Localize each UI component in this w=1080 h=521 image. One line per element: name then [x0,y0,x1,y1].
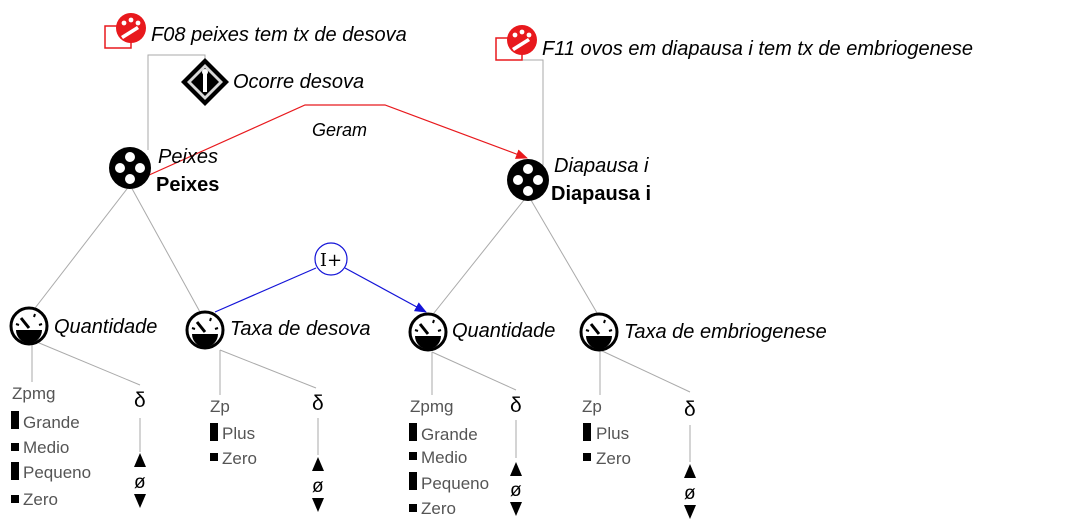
scenario-icon [495,25,537,61]
value-zero: Zero [596,449,631,468]
influence-node[interactable] [314,242,348,276]
value-marker-zero [409,504,417,512]
quantity-space: Zp Plus Zero [210,397,257,468]
entity-peixes-italic: Peixes [158,146,218,168]
process-ocorre-desova[interactable]: Ocorre desova [181,58,364,106]
value-grande: Grande [23,413,80,432]
quantity-label: Quantidade [54,316,157,338]
quantity-space: Zpmg Grande Medio Pequeno Zero [409,397,489,518]
quantity-space-name: Zpmg [410,397,453,416]
derivative-zero: ø [510,480,522,501]
value-marker-zero [210,453,218,461]
delta-symbol: δ [134,389,146,412]
value-marker-grande [409,423,417,441]
geram-label: Geram [312,120,367,140]
derivative-space: δ ø [312,392,324,512]
quantity-diapausa-quantidade[interactable]: Quantidade Zpmg Grande Medio Pequeno Zer… [408,312,555,518]
entity-peixes[interactable]: Peixes Peixes [109,146,219,196]
entity-diapausa[interactable]: Diapausa i Diapausa i [507,155,651,205]
value-zero: Zero [23,490,58,509]
delta-symbol: δ [684,398,696,421]
derivative-zero: ø [684,483,696,504]
value-marker-zero [11,495,19,503]
geram-arrow [137,104,528,181]
quantity-space: Zpmg Grande Medio Pequeno Zero [11,384,91,509]
derivative-space: δ ø [510,394,522,516]
derivative-zero: ø [134,472,146,493]
value-marker-plus [583,423,591,441]
value-marker-zero [583,453,591,461]
value-grande: Grande [421,425,478,444]
value-marker-plus [210,423,218,441]
value-zero: Zero [222,449,257,468]
scenario-f08-label: F08 peixes tem tx de desova [151,24,407,46]
entity-diapausa-bold: Diapausa i [551,183,651,205]
derivative-space: δ ø [134,389,146,508]
quantity-taxa-de-desova[interactable]: Taxa de desova Zp Plus Zero δ ø [185,310,370,512]
scenario-f08[interactable]: F08 peixes tem tx de desova [104,13,407,49]
tree-lines [31,54,691,462]
quantity-peixes-quantidade[interactable]: Quantidade Zpmg Grande Medio Pequeno Zer… [9,306,157,509]
quantity-label: Quantidade [452,320,555,342]
delta-symbol: δ [510,394,522,417]
derivative-minus-arrow [510,502,522,516]
value-pequeno: Pequeno [23,463,91,482]
entity-diapausa-italic: Diapausa i [554,155,649,177]
gauge-icon [408,312,448,352]
quantity-taxa-de-embriogenese[interactable]: Taxa de embriogenese Zp Plus Zero δ ø [579,312,827,519]
value-pequeno: Pequeno [421,474,489,493]
quantity-space-name: Zpmg [12,384,55,403]
gauge-icon [9,306,49,346]
value-medio: Medio [421,448,467,467]
value-marker-medio [11,443,19,451]
derivative-plus-arrow [312,457,324,471]
derivative-minus-arrow [684,505,696,519]
derivative-minus-arrow [312,498,324,512]
quantity-space-name: Zp [210,397,230,416]
derivative-minus-arrow [134,494,146,508]
quantity-space-name: Zp [582,397,602,416]
quantity-label: Taxa de desova [230,318,370,340]
entity-peixes-bold: Peixes [156,174,219,196]
derivative-plus-arrow [684,464,696,478]
influence-line-left [214,267,317,313]
influence-arrow [344,267,427,313]
scenario-f11-label: F11 ovos em diapausa i tem tx de embriog… [542,38,973,60]
value-marker-medio [409,452,417,460]
value-medio: Medio [23,438,69,457]
value-marker-pequeno [409,472,417,490]
scenario-f11[interactable]: F11 ovos em diapausa i tem tx de embriog… [495,25,973,61]
value-marker-pequeno [11,462,19,480]
value-plus: Plus [596,424,629,443]
gauge-icon [185,310,225,350]
value-plus: Plus [222,424,255,443]
quantity-space: Zp Plus Zero [582,397,631,468]
derivative-space: δ ø [684,398,696,519]
value-marker-grande [11,411,19,429]
scenario-icon [104,13,146,49]
value-zero: Zero [421,499,456,518]
derivative-plus-arrow [134,453,146,467]
geram-relation: Geram [137,104,528,181]
influence-i-plus: I+ [214,242,427,313]
gauge-icon [579,312,619,352]
entity-icon [109,147,151,189]
derivative-zero: ø [312,476,324,497]
quantity-label: Taxa de embriogenese [624,321,827,343]
influence-label: I+ [320,250,342,271]
derivative-plus-arrow [510,462,522,476]
process-diamond-icon [181,58,229,106]
entity-icon [507,159,549,201]
process-label: Ocorre desova [233,71,364,93]
delta-symbol: δ [312,392,324,415]
